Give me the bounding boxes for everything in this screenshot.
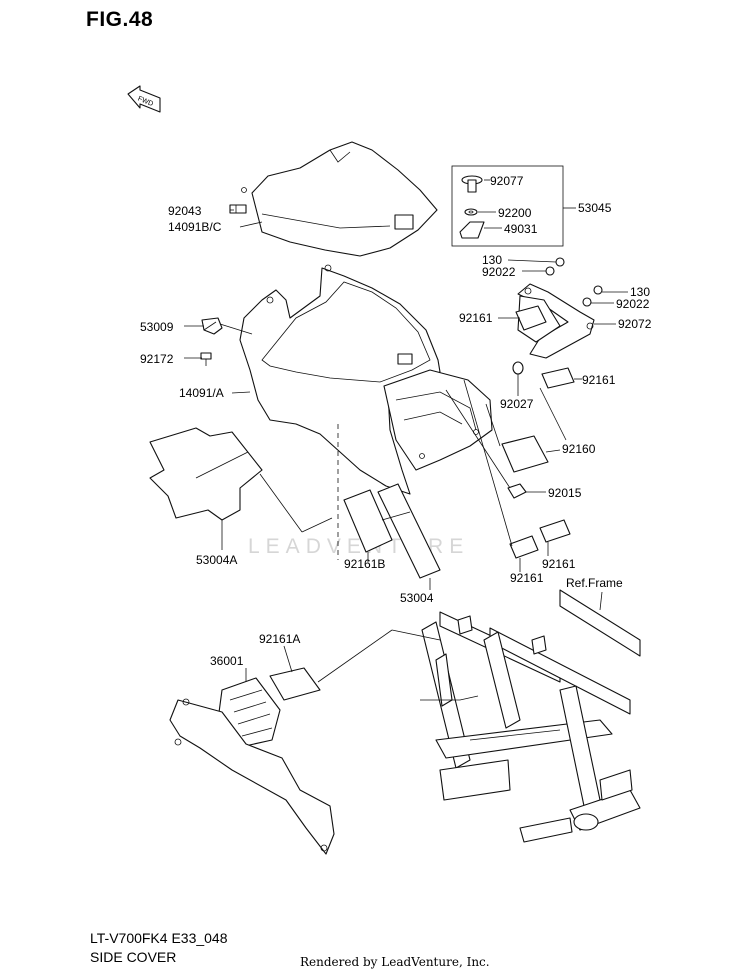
callout-92160: 92160 bbox=[562, 442, 596, 456]
bolt-130-side-part bbox=[582, 285, 603, 307]
callout-labels: 92043 14091B/C 92077 92200 49031 53045 1… bbox=[140, 174, 652, 668]
callout-49031: 49031 bbox=[504, 222, 538, 236]
screw-92172-part bbox=[200, 352, 212, 366]
fwd-arrow-icon: FWD bbox=[127, 85, 161, 113]
section-name: SIDE COVER bbox=[90, 949, 177, 965]
callout-92161a: 92161A bbox=[259, 632, 300, 646]
callout-92161-lower-right: 92161 bbox=[542, 557, 576, 571]
model-code: LT-V700FK4 E33_048 bbox=[90, 930, 228, 946]
watermark-text: LEADVENTURE bbox=[248, 535, 469, 558]
pad-92161-upper-part bbox=[515, 305, 547, 331]
bolt-130-upper-part bbox=[545, 257, 565, 276]
callout-92072: 92072 bbox=[618, 317, 652, 331]
callout-92161-lower-left: 92161 bbox=[510, 571, 544, 585]
washer-92027-part bbox=[512, 361, 524, 375]
kit-53045-group bbox=[451, 165, 576, 247]
callout-36001: 36001 bbox=[210, 654, 244, 668]
pad-92161b-part bbox=[343, 489, 393, 553]
pad-92161a-part bbox=[269, 667, 321, 701]
callout-92043: 92043 bbox=[168, 204, 202, 218]
callout-92027: 92027 bbox=[500, 397, 534, 411]
callout-92161-right: 92161 bbox=[582, 373, 616, 387]
callout-92077: 92077 bbox=[490, 174, 524, 188]
callout-53004a: 53004A bbox=[196, 553, 237, 567]
callout-ref-frame: Ref.Frame bbox=[566, 576, 623, 590]
panel-53004a-part bbox=[149, 427, 263, 521]
bolt-92043-part bbox=[229, 204, 247, 214]
pad-92161-lower-left-part bbox=[509, 535, 539, 559]
callout-130-upper: 130 bbox=[482, 253, 502, 267]
callout-53004: 53004 bbox=[400, 591, 434, 605]
panel-53004-part bbox=[377, 483, 441, 579]
callout-92022-upper: 92022 bbox=[482, 265, 516, 279]
callout-92172: 92172 bbox=[140, 352, 174, 366]
callout-130-side: 130 bbox=[630, 285, 650, 299]
callout-92161b: 92161B bbox=[344, 557, 385, 571]
frame-reference-part bbox=[420, 589, 641, 843]
callout-53045: 53045 bbox=[578, 201, 612, 215]
callout-14091bc: 14091B/C bbox=[168, 220, 222, 234]
callout-92161-upper: 92161 bbox=[459, 311, 493, 325]
duct-36001-part bbox=[169, 677, 335, 855]
callout-92015: 92015 bbox=[548, 486, 582, 500]
main-side-cover-part bbox=[239, 264, 493, 560]
nut-92015-part bbox=[507, 483, 527, 499]
upper-side-cover-part bbox=[241, 141, 438, 257]
pad-92161-lower-right-part bbox=[539, 519, 571, 543]
callout-92200: 92200 bbox=[498, 206, 532, 220]
pad-92161-right-part bbox=[541, 367, 575, 389]
figure-title: FIG.48 bbox=[86, 8, 154, 31]
clip-53009-part bbox=[201, 317, 223, 335]
leader-lines bbox=[184, 179, 628, 683]
callout-53009: 53009 bbox=[140, 320, 174, 334]
callout-92022-side: 92022 bbox=[616, 297, 650, 311]
callout-14091a: 14091/A bbox=[179, 386, 224, 400]
rendered-by-credit: Rendered by LeadVenture, Inc. bbox=[300, 955, 490, 969]
pad-92160-part bbox=[501, 435, 549, 473]
